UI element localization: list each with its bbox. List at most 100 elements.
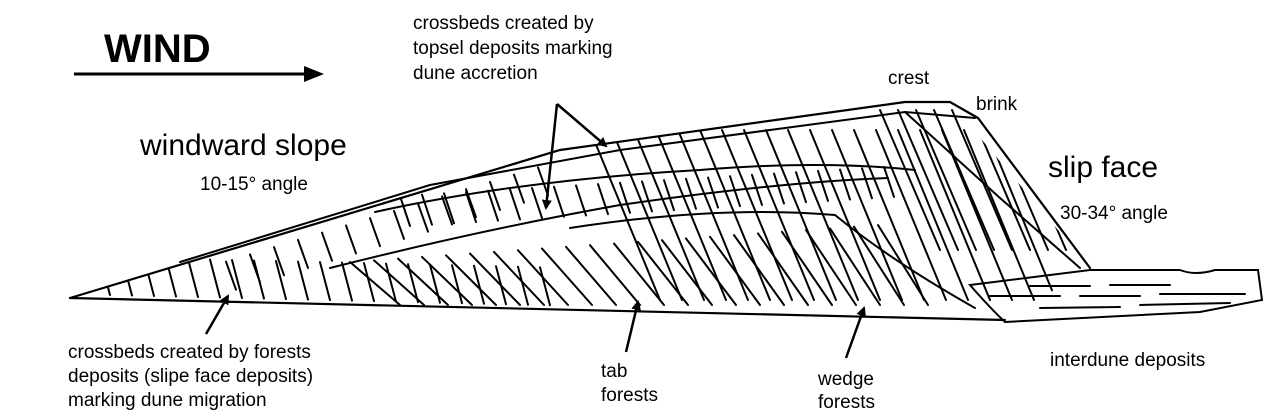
topsel-note-line: topsel deposits marking: [413, 38, 613, 59]
crossbed-stroke: [451, 264, 463, 305]
tab-forests-line: tab: [601, 361, 627, 382]
wedge-forests-line: wedge: [817, 369, 874, 390]
crossbed-stroke: [231, 259, 243, 300]
wind-label: WIND: [104, 27, 211, 71]
crossbed-stroke: [875, 129, 947, 301]
crossbed-stroke: [987, 109, 1049, 251]
crossbed-stroke: [297, 260, 309, 301]
dune-body: [68, 100, 1264, 324]
crossbed-stroke: [421, 255, 473, 306]
crossbed-stroke: [349, 261, 401, 306]
topsel-surface-lower: [329, 177, 889, 269]
tab-forests-line: forests: [601, 385, 658, 406]
crossbed-stroke: [897, 109, 959, 251]
crossbed-stroke: [509, 188, 521, 221]
topsel-note: crossbeds created by topsel deposits mar…: [413, 13, 613, 84]
crossbed-stroke: [345, 224, 357, 255]
crossbed-stroke: [321, 231, 333, 262]
crossbed-stroke: [861, 167, 873, 200]
tab-forests-note: tab forests: [601, 361, 658, 406]
topsel-arrow-lower: [541, 103, 559, 210]
crossbed-stroke: [951, 109, 1013, 251]
crossbed-stroke: [743, 129, 815, 301]
crossbed-stroke: [661, 239, 713, 306]
crossbed-stroke: [121, 256, 133, 297]
crossbed-stroke: [417, 202, 429, 233]
crossbed-stroke: [915, 109, 977, 251]
crest-label: crest: [888, 68, 930, 89]
crossbed-stroke: [249, 253, 261, 284]
crossbed-stroke: [517, 249, 569, 306]
crossbed-stroke: [733, 234, 785, 306]
crossbed-stroke: [399, 195, 411, 227]
crossbed-stroke: [829, 227, 881, 306]
crossbed-stroke: [539, 266, 551, 307]
crossbed-stroke: [517, 265, 529, 306]
crossbed-stroke: [473, 264, 485, 305]
crossbed-stroke: [493, 250, 545, 306]
crossbed-stroke: [397, 257, 449, 306]
crossbed-stroke: [933, 109, 995, 251]
crossbed-stroke: [963, 129, 1035, 301]
crossbed-stroke: [165, 257, 177, 298]
crossbed-stroke: [541, 247, 593, 306]
crossbed-stroke: [597, 183, 609, 216]
windward-angle-label: 10-15° angle: [200, 174, 308, 195]
crossbed-stroke: [275, 260, 287, 301]
crossbed-stroke: [531, 187, 543, 220]
crossbed-stroke: [209, 258, 221, 299]
crossbed-stroke: [385, 262, 397, 303]
forest-note-line: deposits (slipe face deposits): [68, 366, 313, 387]
crossbed-stroke: [817, 169, 829, 202]
crossbed-stroke: [589, 244, 641, 306]
crossbed-hatching: [99, 109, 1090, 307]
interdune-label: interdune deposits: [1050, 350, 1205, 371]
crossbed-stroke: [721, 129, 793, 301]
crossbed-stroke: [685, 237, 737, 306]
crossbed-stroke: [663, 179, 675, 212]
crossbed-stroke: [751, 173, 763, 206]
topsel-surface-upper: [374, 164, 916, 213]
interdune-laminae: [989, 284, 1246, 309]
slip-angle-label: 30-34° angle: [1060, 203, 1168, 224]
dune-outline: [68, 100, 1092, 300]
windward-inner-line: [179, 110, 976, 263]
topsel-arrow-upper: [556, 103, 608, 148]
crossbed-stroke: [853, 129, 925, 301]
topsel-note-line: crossbeds created by: [413, 13, 594, 34]
crossbed-stroke: [319, 261, 331, 302]
crossbed-stroke: [465, 191, 477, 224]
crossbed-stroke: [611, 129, 683, 301]
crossbed-stroke: [369, 217, 381, 248]
crossbed-stroke: [641, 180, 653, 213]
topsel-note-line: dune accretion: [413, 63, 538, 84]
crossbed-stroke: [537, 166, 549, 197]
crossbed-stroke: [143, 256, 155, 297]
slip-face-label: slip face: [1048, 151, 1158, 184]
wedge-forest-arrow: [844, 306, 866, 359]
crossbed-stroke: [393, 209, 405, 240]
crossbed-stroke: [445, 254, 497, 306]
crossbed-stroke: [897, 129, 969, 301]
crossbed-stroke: [575, 184, 587, 217]
crossbed-stroke: [773, 172, 785, 205]
crossbed-stroke: [805, 229, 857, 306]
crossbed-stroke: [677, 129, 749, 301]
crossbed-stroke: [729, 175, 741, 208]
forest-note: crossbeds created by forests deposits (s…: [68, 342, 313, 411]
windward-slope-label: windward slope: [139, 129, 347, 162]
crossbed-stroke: [853, 225, 905, 306]
forest-arrow: [204, 294, 230, 335]
crossbed-stroke: [809, 129, 881, 301]
crossbed-stroke: [699, 129, 771, 301]
crossbed-stroke: [363, 262, 375, 303]
crossbed-stroke: [373, 259, 425, 306]
wedge-forests-note: wedge forests: [817, 369, 875, 413]
crossbed-stroke: [765, 129, 837, 301]
crossbed-stroke: [919, 129, 991, 301]
crossbed-stroke: [489, 180, 501, 211]
crossbed-stroke: [553, 185, 565, 218]
pointer-arrows: [204, 103, 866, 359]
crossbed-stroke: [273, 246, 285, 277]
crossbed-stroke: [795, 171, 807, 204]
